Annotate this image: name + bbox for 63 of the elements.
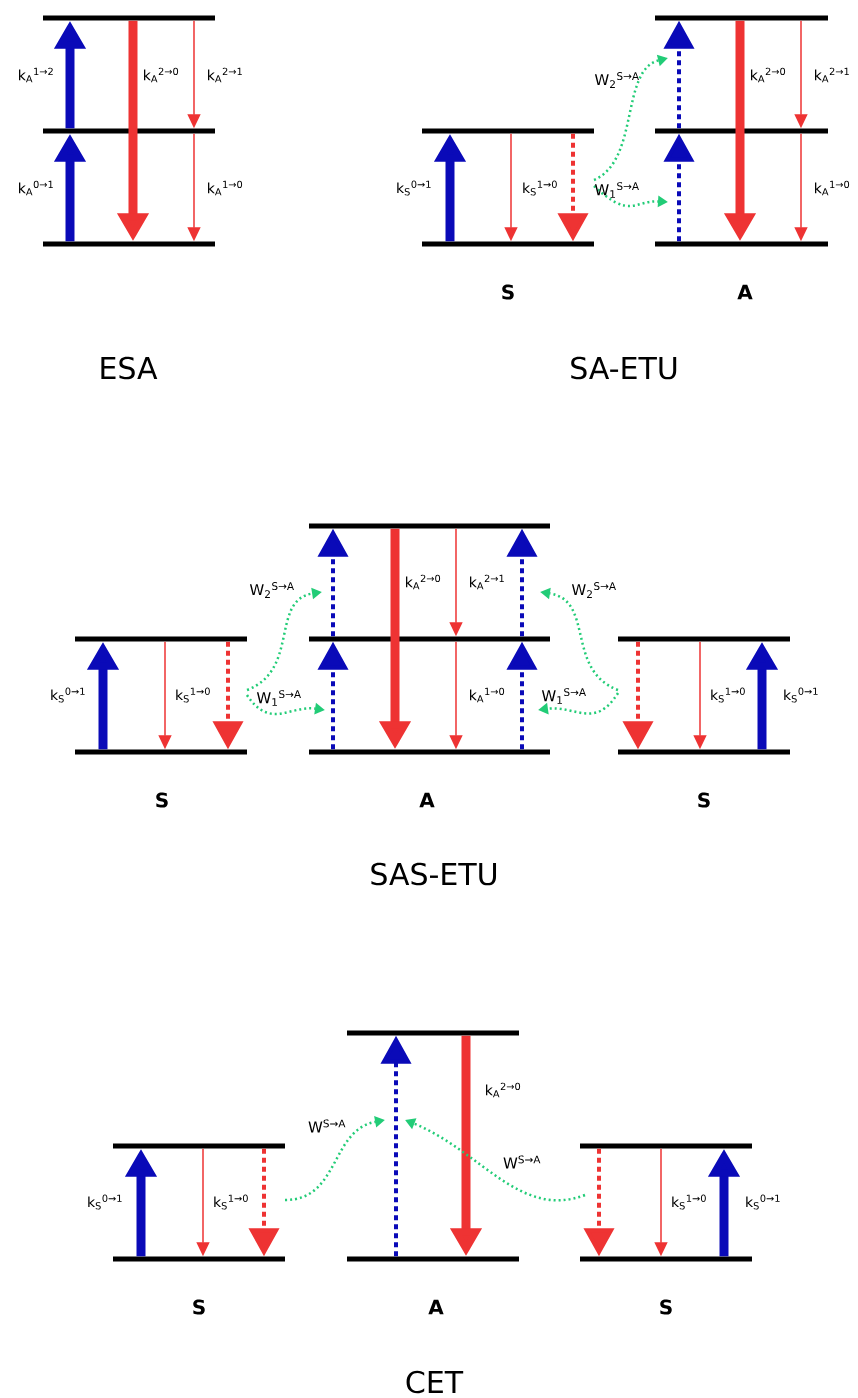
rate-label: k$_{A}$2→0 — [406, 574, 441, 590]
rate-label: k$_{S}$1→0 — [523, 180, 557, 196]
rate-label: k$_{A}$1→0 — [815, 180, 850, 196]
energy-level — [75, 749, 247, 755]
rate-label: k$_{S}$1→0 — [176, 687, 210, 703]
transfer-label: W$_{2}$S→A — [571, 582, 616, 598]
rate-label: k$_{S}$0→1 — [397, 180, 431, 196]
energy-level — [309, 523, 550, 529]
rate-label: k$_{A}$2→0 — [486, 1082, 521, 1098]
transfer-label: W$^{S→A}$ — [308, 1119, 346, 1133]
transfer-label: W$_{1}$S→A — [541, 688, 586, 704]
rate-label: k$_{S}$0→1 — [51, 687, 85, 703]
energy-level — [580, 1143, 752, 1149]
scheme-title: SA-ETU — [571, 356, 677, 380]
species-label: A — [419, 792, 435, 808]
energy-level — [309, 636, 550, 642]
rate-label: k$_{A}$1→0 — [208, 180, 243, 196]
energy-level — [422, 241, 594, 247]
species-label: S — [660, 1299, 672, 1315]
species-label: S — [502, 284, 514, 300]
transfer-label: W$_{2}$S→A — [249, 582, 294, 598]
species-label: S — [698, 792, 710, 808]
energy-level — [43, 241, 215, 247]
rate-label: k$_{A}$2→0 — [751, 67, 786, 83]
rate-label: k$_{A}$2→1 — [815, 67, 849, 83]
energy-level — [347, 1030, 519, 1036]
energy-level — [422, 128, 594, 134]
rate-label: k$_{S}$0→1 — [784, 687, 818, 703]
energy-level — [655, 128, 828, 134]
energy-level — [580, 1256, 752, 1262]
species-label: S — [193, 1299, 205, 1315]
transfer-label: W$^{S→A}$ — [503, 1155, 541, 1169]
transfer-label: W$_{2}$S→A — [594, 72, 639, 88]
energy-level — [309, 749, 550, 755]
energy-level — [347, 1256, 519, 1262]
energy-level — [618, 636, 790, 642]
rate-label: k$_{A}$1→0 — [470, 687, 505, 703]
energy-level — [113, 1256, 285, 1262]
energy-level — [113, 1143, 285, 1149]
species-label: S — [156, 792, 168, 808]
rate-label: k$_{A}$2→1 — [470, 574, 504, 590]
energy-level — [655, 15, 828, 21]
rate-label: k$_{S}$0→1 — [88, 1194, 122, 1210]
species-label: A — [737, 284, 753, 300]
energy-level — [618, 749, 790, 755]
species-label: A — [428, 1299, 444, 1315]
rate-label: k$_{S}$1→0 — [214, 1194, 248, 1210]
rate-label: k$_{A}$2→1 — [208, 67, 242, 83]
rate-label: k$_{S}$1→0 — [672, 1194, 706, 1210]
rate-label: k$_{A}$2→0 — [144, 67, 179, 83]
scheme-title: CET — [406, 1370, 464, 1394]
energy-level — [43, 15, 215, 21]
transfer-label: W$_{1}$S→A — [594, 182, 639, 198]
scheme-title: SAS-ETU — [371, 862, 496, 886]
energy-level — [655, 241, 828, 247]
rate-label: k$_{A}$1→2 — [19, 67, 53, 83]
rate-label: k$_{S}$1→0 — [711, 687, 745, 703]
rate-label: k$_{S}$0→1 — [746, 1194, 780, 1210]
energy-level — [75, 636, 247, 642]
rate-label: k$_{A}$0→1 — [19, 180, 53, 196]
transfer-label: W$_{1}$S→A — [256, 690, 301, 706]
scheme-title: ESA — [101, 356, 158, 380]
energy-level — [43, 128, 215, 134]
